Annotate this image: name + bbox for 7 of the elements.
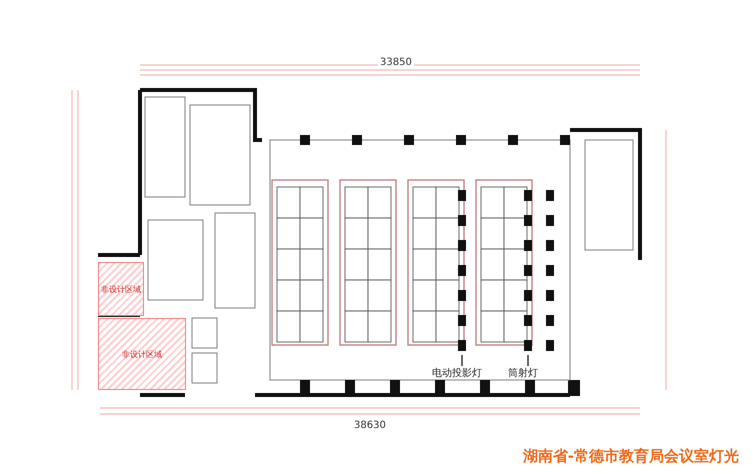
leader-line (527, 355, 529, 366)
leader-line (461, 355, 463, 366)
hatched-area: 非设计区域 (98, 318, 186, 390)
title: 湖南省-常德市教育局会议室灯光 (522, 447, 739, 466)
hatched-area: 非设计区域 (98, 262, 144, 316)
dimension-text: 33850 (378, 57, 414, 68)
dimension-text: 38630 (352, 420, 388, 431)
